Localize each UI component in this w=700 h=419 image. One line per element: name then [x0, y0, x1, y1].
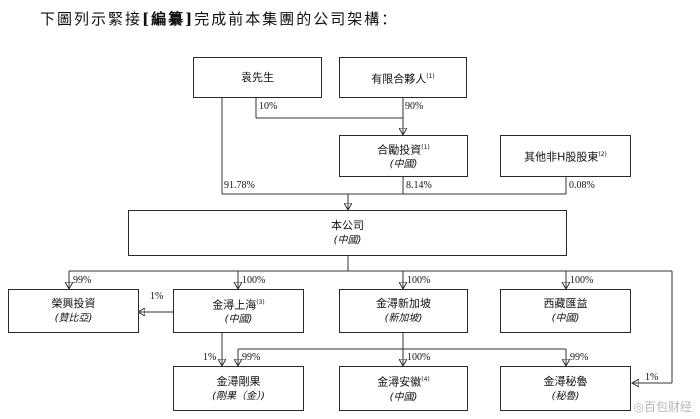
intro-text: 下圖列示緊接[編纂]完成前本集團的公司架構：: [40, 8, 398, 29]
entity-jx-shanghai-name: 金潯上海(3): [212, 295, 265, 313]
entity-other-h-label: 其他非H股股東: [524, 150, 599, 164]
entity-partnership: 有限合夥人(1): [339, 57, 467, 98]
pct-partnership-to-hexun: 90%: [405, 101, 424, 112]
pct-singapore-to-congo: 99%: [242, 352, 261, 363]
pct-singapore-to-peru: 99%: [570, 352, 589, 363]
entity-jx-shanghai-note: (3): [256, 298, 265, 306]
pct-other-to-company: 0.08%: [569, 180, 595, 191]
pct-shanghai-to-congo: 1%: [203, 352, 217, 363]
entity-jx-congo: 金潯剛果 (剛果（金）): [173, 366, 304, 411]
intro-suffix: 完成前本集團的公司架構：: [194, 10, 399, 28]
pct-shanghai-to-rongxing: 1%: [150, 291, 164, 302]
entity-jx-anhui-label: 金潯安徽: [377, 375, 422, 389]
entity-jx-congo-name: 金潯剛果: [216, 374, 261, 388]
entity-jx-anhui-name: 金潯安徽(4): [377, 372, 430, 390]
entity-company-name: 本公司: [331, 219, 364, 232]
pct-company-to-shanghai: 100%: [242, 275, 266, 286]
pct-yuan-to-hexun: 10%: [259, 101, 278, 112]
pct-company-to-singapore: 100%: [407, 275, 431, 286]
pct-company-to-rongxing: 99%: [73, 275, 92, 286]
entity-hexun-note: (1): [421, 143, 430, 151]
entity-company: 本公司 (中國): [128, 210, 567, 256]
entity-other-h: 其他非H股股東(2): [500, 135, 631, 177]
entity-jx-singapore-location: (新加坡): [384, 313, 423, 324]
entity-other-h-note: (2): [598, 151, 607, 159]
entity-partnership-note: (1): [426, 72, 435, 80]
entity-yuan-name: 袁先生: [241, 71, 274, 84]
entity-xizang: 西藏匯益 (中國): [500, 289, 631, 333]
entity-hexun-label: 合勵投資: [377, 143, 422, 157]
pct-singapore-to-anhui: 100%: [407, 352, 431, 363]
entity-jx-peru-location: (秘魯): [551, 390, 580, 402]
entity-company-location: (中國): [333, 235, 362, 246]
entity-xizang-location: (中國): [551, 313, 580, 324]
entity-rongxing-name: 榮興投資: [51, 297, 96, 310]
entity-jx-singapore-name: 金潯新加坡: [376, 297, 431, 310]
entity-hexun-name: 合勵投資(1): [377, 140, 430, 158]
pct-yuan-to-company: 91.78%: [224, 180, 255, 191]
watermark: ◎百包财经: [633, 400, 692, 414]
entity-xizang-name: 西藏匯益: [543, 297, 588, 310]
entity-rongxing-location: (贊比亞): [54, 313, 93, 324]
entity-jx-peru-name: 金潯秘魯: [543, 374, 588, 388]
pct-company-to-peru: 1%: [645, 372, 659, 383]
entity-yuan: 袁先生: [193, 57, 322, 98]
intro-bold: [編纂]: [142, 10, 195, 28]
entity-jx-anhui-note: (4): [421, 376, 430, 384]
pct-company-to-xizang: 100%: [570, 275, 594, 286]
entity-jx-congo-location: (剛果（金）): [212, 390, 265, 402]
intro-prefix: 下圖列示緊接: [40, 10, 143, 28]
entity-hexun: 合勵投資(1) (中國): [339, 135, 468, 177]
entity-rongxing: 榮興投資 (贊比亞): [8, 289, 139, 333]
entity-partnership-label: 有限合夥人: [371, 72, 427, 86]
pct-hexun-to-company: 8.14%: [406, 180, 432, 191]
entity-hexun-location: (中國): [389, 159, 418, 171]
entity-jx-anhui: 金潯安徽(4) (中國): [339, 366, 468, 411]
entity-jx-peru: 金潯秘魯 (秘魯): [500, 366, 631, 411]
entity-jx-shanghai-label: 金潯上海: [212, 298, 257, 312]
entity-partnership-name: 有限合夥人(1): [371, 69, 435, 87]
entity-jx-anhui-location: (中國): [389, 391, 418, 403]
entity-jx-shanghai: 金潯上海(3) (中國): [173, 289, 304, 333]
entity-jx-shanghai-location: (中國): [224, 314, 253, 326]
entity-other-h-name: 其他非H股股東(2): [524, 147, 607, 165]
entity-jx-singapore: 金潯新加坡 (新加坡): [339, 289, 468, 333]
